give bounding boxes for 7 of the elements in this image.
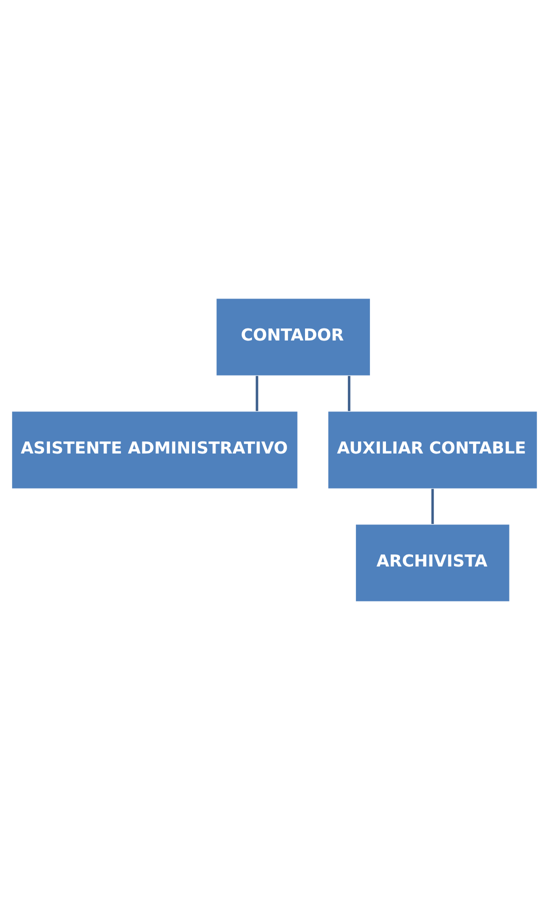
connector xyxy=(431,488,434,524)
node-box: AUXILIAR CONTABLE xyxy=(327,410,538,490)
connector xyxy=(256,376,258,412)
node-box: ASISTENTE ADMINISTRATIVO xyxy=(11,410,298,490)
node-box: CONTADOR xyxy=(216,298,371,376)
connector xyxy=(348,376,350,412)
node-box: ARCHIVISTA xyxy=(355,524,510,602)
